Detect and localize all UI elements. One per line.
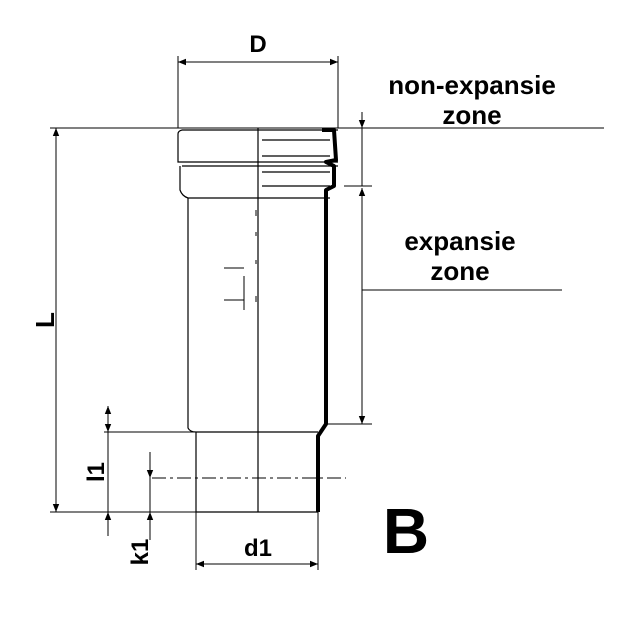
label-non-expansie-line2: zone <box>442 100 501 130</box>
variant-letter: B <box>383 495 429 567</box>
pipe-outer-wall <box>316 128 338 512</box>
dimension-d1: d1 <box>195 512 319 570</box>
dimension-k1: k1 <box>127 452 160 565</box>
label-l1: l1 <box>83 462 110 482</box>
dimension-l1: l1 <box>83 406 196 536</box>
label-D: D <box>249 31 266 58</box>
pipe-socket <box>177 129 338 199</box>
label-L: L <box>30 312 60 328</box>
label-non-expansie-line1: non-expansie <box>388 70 556 100</box>
zone-dimensions <box>326 112 562 425</box>
dimension-L: L <box>30 127 604 513</box>
label-k1: k1 <box>127 539 154 566</box>
label-expansie-line2: zone <box>430 256 489 286</box>
dimension-D: D <box>177 31 339 128</box>
label-expansie-line1: expansie <box>404 226 515 256</box>
label-d1: d1 <box>244 535 272 562</box>
